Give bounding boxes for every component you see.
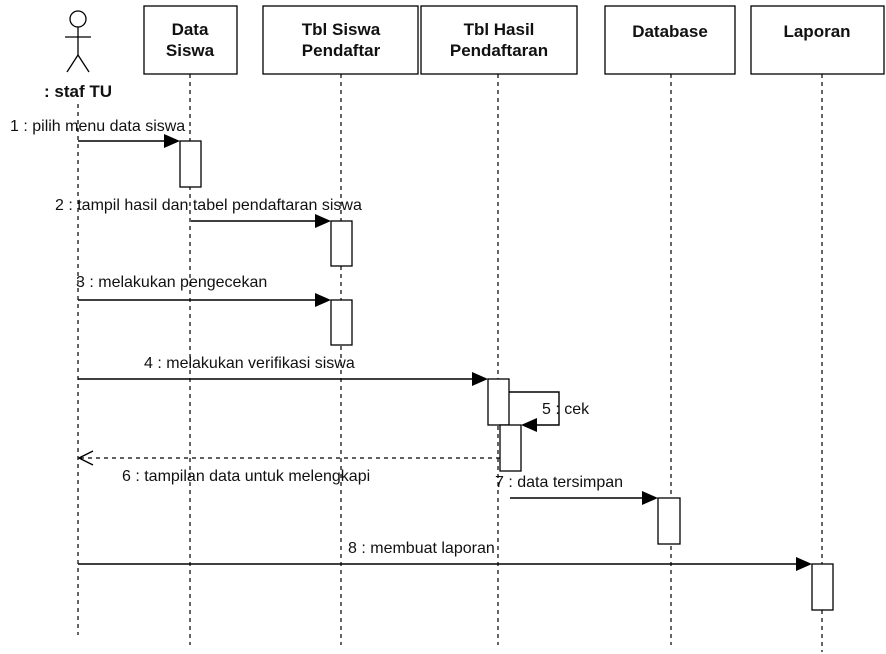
message-6: 6 : tampilan data untuk melengkapi xyxy=(77,450,500,485)
object-tbl-hasil-pendaftaran: Tbl Hasil Pendaftaran xyxy=(420,5,578,75)
arrow-head-icon xyxy=(315,214,331,228)
stick-figure-icon xyxy=(65,10,91,73)
message-8: 8 : membuat laporan xyxy=(78,540,812,571)
message-label: 5 : cek xyxy=(542,401,590,418)
activation-bar xyxy=(179,140,202,188)
activation-bar xyxy=(330,220,353,267)
arrow-head-icon xyxy=(521,418,537,432)
activation-bar xyxy=(811,563,834,611)
message-5: 5 : cek xyxy=(509,391,590,432)
object-tbl-siswa-pendaftar: Tbl Siswa Pendaftar xyxy=(262,5,419,75)
object-label-line1: Laporan xyxy=(783,22,850,41)
arrow-head-icon xyxy=(315,293,331,307)
object-database: Database xyxy=(604,5,736,75)
message-label: 2 : tampil hasil dan tabel pendaftaran s… xyxy=(55,197,362,214)
message-3: 3 : melakukan pengecekan xyxy=(76,274,331,307)
arrow-head-icon xyxy=(796,557,812,571)
object-label-line1: Database xyxy=(632,22,708,41)
message-7: 7 : data tersimpan xyxy=(495,474,658,505)
message-label: 3 : melakukan pengecekan xyxy=(76,274,267,291)
object-label-line1: Tbl Hasil xyxy=(464,20,535,39)
activation-bar xyxy=(657,497,681,545)
object-data-siswa: Data Siswa xyxy=(143,5,238,75)
object-label-line2: Siswa xyxy=(166,41,215,60)
message-label: 7 : data tersimpan xyxy=(495,474,623,491)
activation-bar xyxy=(330,299,353,346)
open-arrow-head-icon xyxy=(77,450,94,466)
arrow-head-icon xyxy=(642,491,658,505)
message-label: 1 : pilih menu data siswa xyxy=(10,118,185,135)
object-laporan: Laporan xyxy=(750,5,885,75)
object-label-line1: Data xyxy=(172,20,209,39)
message-2: 2 : tampil hasil dan tabel pendaftaran s… xyxy=(55,197,362,228)
object-label-line1: Tbl Siswa xyxy=(302,20,381,39)
activation-bar xyxy=(487,378,510,426)
message-label: 8 : membuat laporan xyxy=(348,540,495,557)
arrow-head-icon xyxy=(472,372,488,386)
actor-label: : staf TU xyxy=(44,82,112,101)
message-1: 1 : pilih menu data siswa xyxy=(10,118,185,148)
message-4: 4 : melakukan verifikasi siswa xyxy=(78,355,488,386)
actor-staf-tu: : staf TU xyxy=(44,10,112,101)
message-label: 6 : tampilan data untuk melengkapi xyxy=(122,468,370,485)
arrow-head-icon xyxy=(164,134,180,148)
activation-bar xyxy=(499,424,522,472)
object-label-line2: Pendaftaran xyxy=(450,41,548,60)
object-label-line2: Pendaftar xyxy=(302,41,381,60)
message-label: 4 : melakukan verifikasi siswa xyxy=(144,355,355,372)
